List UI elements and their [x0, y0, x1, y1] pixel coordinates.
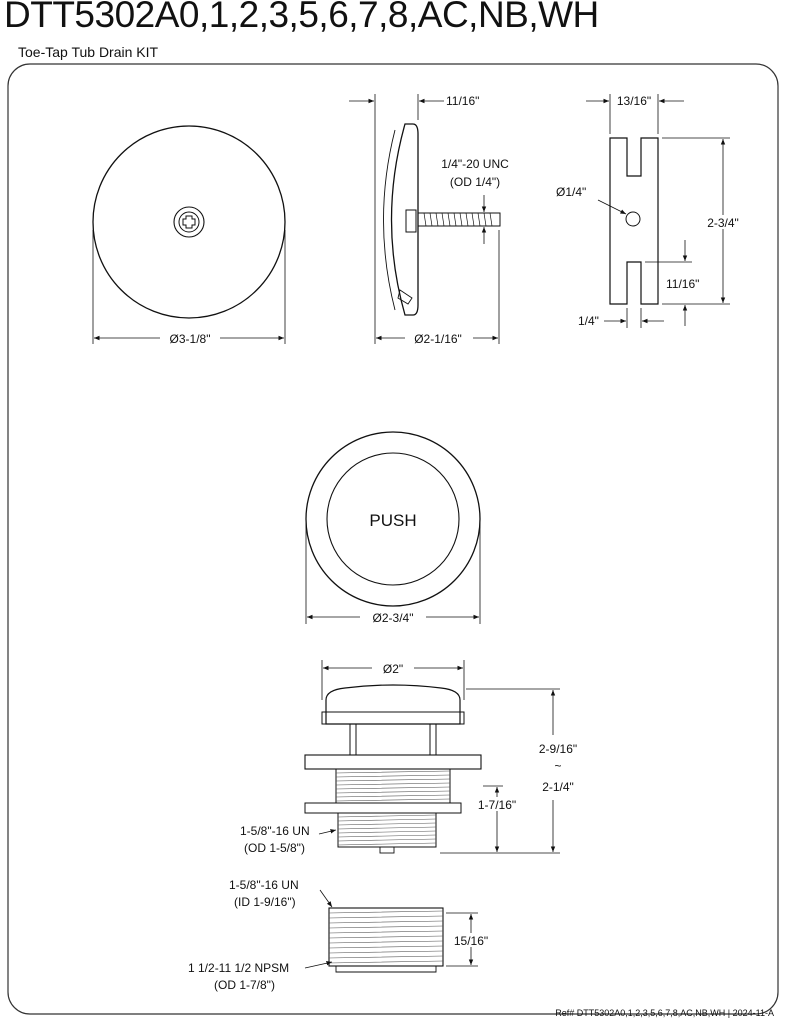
bracket-slot-dim: 11/16" [666, 277, 699, 291]
threaded-screw-shaft [417, 212, 501, 227]
screw-thread-dim: 1/4"-20 UNC [441, 157, 509, 171]
adapter-height-dim: 15/16" [454, 934, 488, 948]
stopper-side-view: Ø2" 2-9/16" ~ 2-1/4" 1-7/16" 1-5/8"-16 U… [240, 660, 577, 855]
stopper-thread-od-dim: (OD 1-5/8") [244, 841, 305, 855]
adapter-thread-id-dim: (ID 1-9/16") [234, 895, 296, 909]
adapter-npsm-od-dim: (OD 1-7/8") [214, 978, 275, 992]
plate-side-diameter-dim: Ø2-1/16" [414, 332, 462, 346]
stopper-top-diameter-dim: Ø2-3/4" [373, 611, 414, 625]
plate-diameter-dim: Ø3-1/8" [170, 332, 211, 346]
stopper-top-view: PUSH Ø2-3/4" [305, 431, 481, 625]
drawing-subtitle: Toe-Tap Tub Drain KIT [18, 44, 159, 60]
stopper-height-dim: 2-9/16" [539, 742, 577, 756]
phillips-screw-icon [173, 206, 205, 238]
bracket-width-dim: 13/16" [617, 94, 651, 108]
bracket-height-dim: 2-3/4" [707, 216, 739, 230]
stopper-push-label: PUSH [369, 511, 416, 530]
bracket-hole-dim: Ø1/4" [556, 185, 586, 199]
stopper-thread-dim: 1-5/8"-16 UN [240, 824, 310, 838]
bracket-slot-width-dim: 1/4" [578, 314, 599, 328]
overflow-plate-front-view: Ø3-1/8" [92, 125, 286, 346]
drawing-frame [7, 63, 779, 1015]
stopper-approx-sign: ~ [554, 759, 561, 773]
plate-depth-dim: 11/16" [446, 94, 479, 108]
stopper-thread-lines [335, 770, 451, 846]
adapter-npsm-dim: 1 1/2-11 1/2 NPSM [188, 961, 289, 975]
drawing-title: DTT5302A0,1,2,3,5,6,7,8,AC,NB,WH [4, 0, 599, 35]
reference-footer: Ref# DTT5302A0,1,2,3,5,6,7,8,AC,NB,WH | … [555, 1008, 774, 1018]
screw-thread-od-dim: (OD 1/4") [450, 175, 500, 189]
overflow-plate-side-view: 11/16" 1/4"-20 UNC (OD 1/4") Ø2-1/16" [349, 94, 509, 346]
adapter-thread-lines [328, 910, 444, 964]
stopper-body-height-dim: 1-7/16" [478, 798, 516, 812]
stopper-top-dim: Ø2" [383, 662, 403, 676]
bracket-view: 13/16" Ø1/4" 2-3/4" 11/16" 1/4" [556, 94, 746, 328]
adapter-view: 1-5/8"-16 UN (ID 1-9/16") 15/16" 1 1/2-1… [188, 878, 492, 992]
stopper-height-alt-dim: 2-1/4" [542, 780, 574, 794]
adapter-thread-dim: 1-5/8"-16 UN [229, 878, 299, 892]
